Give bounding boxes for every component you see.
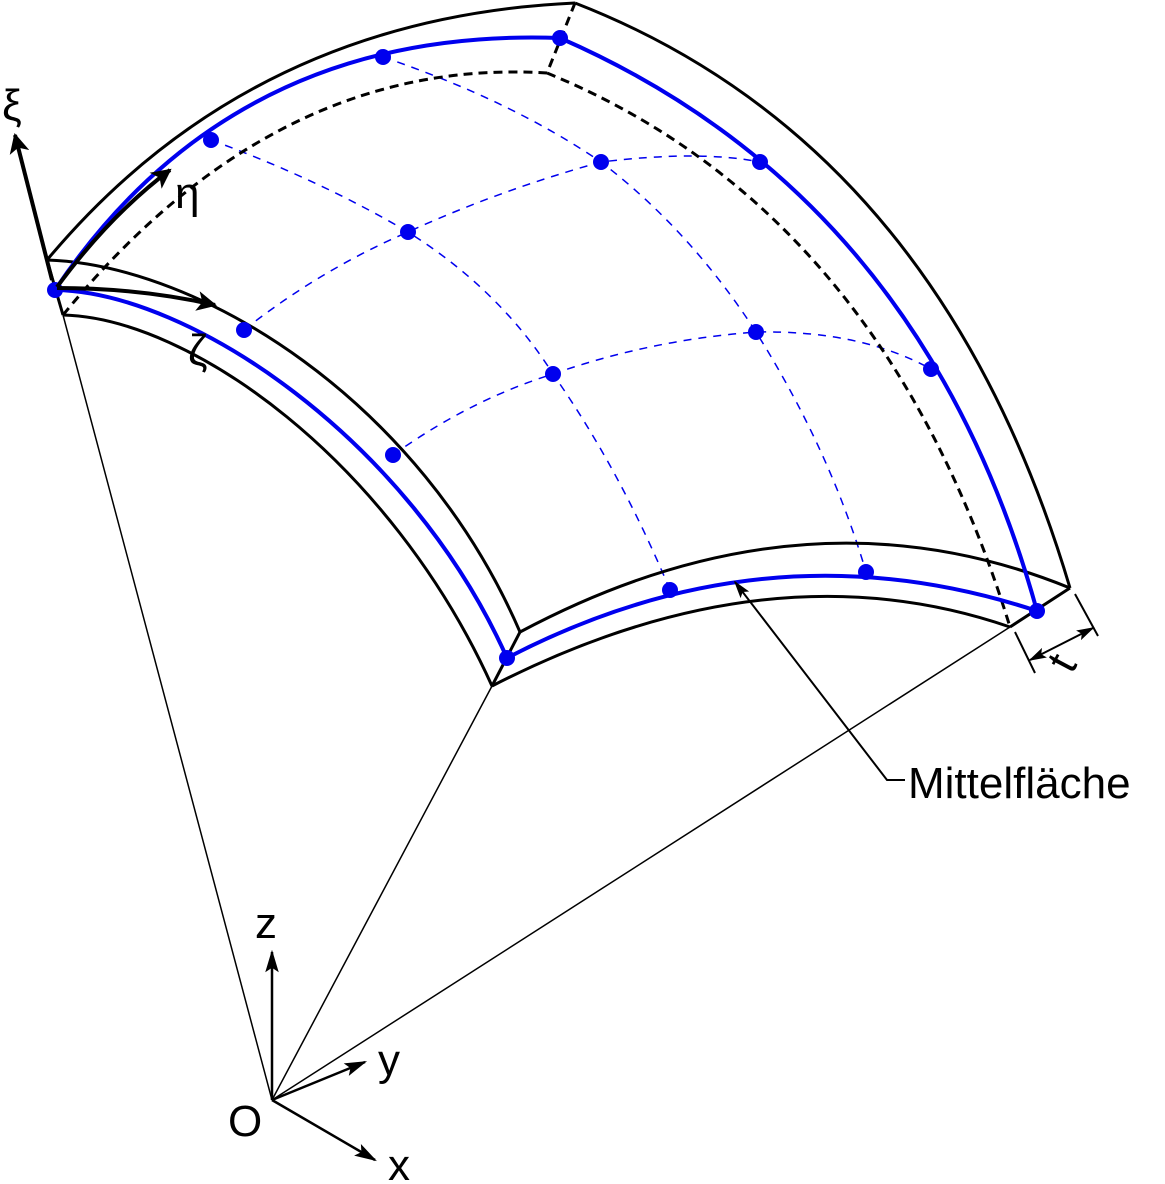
nodes [47,30,1045,666]
zeta-label: ζ [188,326,207,375]
x-axis-arrow [271,1098,377,1162]
xi-arrow [9,133,54,281]
midsurface-edges [53,35,1039,660]
global-axes [265,949,377,1162]
node [499,650,515,666]
y-axis-arrow [271,1060,368,1102]
origin-rays [62,314,1011,1101]
node [236,322,252,338]
node [1029,603,1045,619]
node [552,30,568,46]
midsurface-label: Mittelfläche [908,759,1131,808]
eta-label: η [175,169,199,218]
xi-label: ξ [2,81,22,130]
node [545,366,561,382]
thickness-dimension [1014,593,1099,674]
node [400,224,416,240]
midsurface-leader [733,580,905,781]
z-axis-label: z [255,899,277,948]
y-axis-label: y [378,1036,400,1085]
node [385,447,401,463]
node [375,49,391,65]
origin-label: O [228,1097,262,1146]
node [662,582,678,598]
hidden-edges [61,2,1012,628]
x-axis-label: x [388,1141,410,1184]
node [593,154,609,170]
node [748,324,764,340]
node [923,361,939,377]
node [203,132,219,148]
midsurface-grid [210,56,932,591]
node [858,564,874,580]
eta-arrow [55,168,172,289]
thickness-label: t [1038,646,1087,680]
node [752,154,768,170]
zeta-arrow [56,286,217,311]
